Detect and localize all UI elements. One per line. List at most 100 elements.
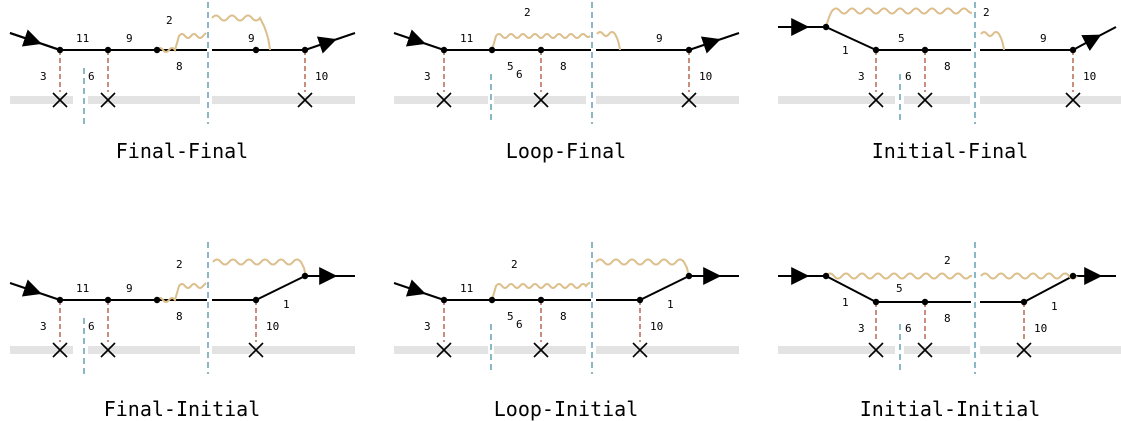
source-crosses <box>436 342 648 358</box>
line-labels: 2 5 1 1 8 3 6 10 <box>842 254 1058 335</box>
photon-lines <box>825 272 1078 280</box>
label-2: 2 <box>176 258 183 271</box>
label-6: 6 <box>516 318 523 331</box>
potential-lines <box>59 50 306 92</box>
panel-loop-final: 11 2 9 8 3 5 6 10 Loop-Final <box>393 2 740 163</box>
label-9: 9 <box>126 32 133 45</box>
label-3: 3 <box>424 320 431 333</box>
vertices <box>440 272 693 304</box>
photon-lines <box>825 7 1005 51</box>
fermion-lines <box>778 18 1117 52</box>
panel-caption: Loop-Initial <box>494 397 639 421</box>
label-1: 1 <box>842 44 849 57</box>
label-2: 2 <box>983 6 990 19</box>
label-10: 10 <box>1083 70 1096 83</box>
medium-strip <box>10 346 355 354</box>
cut-lines <box>899 242 976 374</box>
label-9: 9 <box>126 282 133 295</box>
fermion-lines <box>9 267 355 301</box>
label-11: 11 <box>76 32 89 45</box>
source-crosses <box>868 92 1081 108</box>
label-9: 9 <box>1040 32 1047 45</box>
label-6: 6 <box>516 68 523 81</box>
photon-lines <box>491 258 690 301</box>
label-2: 2 <box>511 258 518 271</box>
medium-strip <box>778 96 1121 104</box>
label-2: 2 <box>166 14 173 27</box>
line-labels: 11 2 1 8 3 5 6 10 <box>424 258 674 333</box>
panel-loop-initial: 11 2 1 8 3 5 6 10 Loop-Initial <box>393 242 739 421</box>
panel-caption: Final-Final <box>116 139 248 163</box>
label-6: 6 <box>905 70 912 83</box>
label-3: 3 <box>424 70 431 83</box>
label-3: 3 <box>858 70 865 83</box>
label-8: 8 <box>944 60 951 73</box>
panel-final-initial: 11 9 2 1 8 3 6 10 Final-Initial <box>9 242 355 421</box>
label-6: 6 <box>88 320 95 333</box>
line-labels: 11 9 2 9 8 3 6 10 <box>40 14 328 83</box>
potential-lines <box>875 302 1025 342</box>
cut-lines <box>83 2 209 124</box>
source-crosses <box>868 342 1032 358</box>
label-5: 5 <box>898 32 905 45</box>
label-3: 3 <box>40 70 47 83</box>
label-2: 2 <box>944 254 951 267</box>
source-crosses <box>436 92 697 108</box>
label-1: 1 <box>667 298 674 311</box>
potential-lines <box>443 50 690 92</box>
cut-lines <box>490 242 593 374</box>
label-5: 5 <box>507 60 514 73</box>
label-11: 11 <box>76 282 89 295</box>
vertices <box>56 46 309 54</box>
label-8: 8 <box>944 312 951 325</box>
label-1: 1 <box>283 298 290 311</box>
cut-lines <box>899 2 976 124</box>
vertices <box>822 23 1077 54</box>
panel-caption: Initial-Initial <box>860 397 1041 421</box>
label-2: 2 <box>524 6 531 19</box>
cut-lines <box>83 242 209 374</box>
line-labels: 11 9 2 1 8 3 6 10 <box>40 258 290 333</box>
line-labels: 11 2 9 8 3 5 6 10 <box>424 6 712 83</box>
label-8: 8 <box>176 310 183 323</box>
panel-initial-initial: 2 5 1 1 8 3 6 10 Initial-Initial <box>778 242 1121 421</box>
panel-caption: Initial-Final <box>872 139 1029 163</box>
source-crosses <box>52 92 313 108</box>
vertices <box>56 272 309 304</box>
label-5: 5 <box>507 310 514 323</box>
vertices <box>822 272 1077 306</box>
fermion-lines <box>778 267 1116 303</box>
label-8: 8 <box>176 60 183 73</box>
label-10: 10 <box>266 320 279 333</box>
label-6: 6 <box>905 322 912 335</box>
potential-lines <box>59 300 257 342</box>
label-3: 3 <box>858 322 865 335</box>
label-11: 11 <box>460 282 473 295</box>
label-5: 5 <box>896 282 903 295</box>
panel-caption: Final-Initial <box>104 397 261 421</box>
photon-lines <box>156 14 271 53</box>
label-9-right: 9 <box>248 32 255 45</box>
label-8: 8 <box>560 60 567 73</box>
label-1-right: 1 <box>1051 300 1058 313</box>
vertices <box>440 46 693 54</box>
fermion-lines <box>393 29 740 54</box>
medium-strip <box>10 96 355 104</box>
medium-strip <box>778 346 1121 354</box>
source-crosses <box>52 342 264 358</box>
cut-lines <box>490 2 593 124</box>
potential-lines <box>875 50 1074 92</box>
photon-lines <box>491 31 621 51</box>
label-10: 10 <box>650 320 663 333</box>
label-1-left: 1 <box>842 296 849 309</box>
label-8: 8 <box>560 310 567 323</box>
label-10: 10 <box>1034 322 1047 335</box>
label-9: 9 <box>656 32 663 45</box>
label-6: 6 <box>88 70 95 83</box>
potential-lines <box>443 300 641 342</box>
panel-initial-final: 1 5 2 9 8 3 6 10 Initial-Final <box>778 2 1121 163</box>
photon-lines <box>156 258 307 303</box>
panel-caption: Loop-Final <box>506 139 626 163</box>
label-11: 11 <box>460 32 473 45</box>
